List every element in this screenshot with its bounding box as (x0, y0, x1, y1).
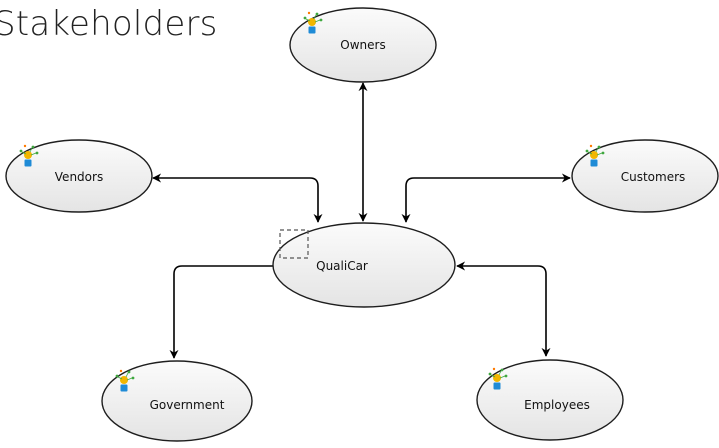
page-title: Stakeholders (0, 4, 218, 44)
node-government[interactable]: Government (101, 360, 253, 442)
node-qualicar[interactable]: QualiCar (272, 222, 456, 308)
node-label: QualiCar (316, 259, 368, 273)
node-label: Customers (621, 170, 686, 184)
edge-government-qualicar (169, 261, 287, 359)
edge-vendors-qualicar (152, 173, 323, 223)
node-label: Owners (340, 38, 385, 52)
node-label: Government (150, 398, 225, 412)
node-owners[interactable]: Owners (289, 7, 437, 83)
edge-employees-qualicar (456, 261, 551, 357)
connectors (152, 82, 571, 359)
node-vendors[interactable]: Vendors (5, 139, 153, 213)
node-label: Employees (524, 398, 590, 412)
node-label: Vendors (55, 170, 103, 184)
selection-handle (279, 229, 309, 259)
node-employees[interactable]: Employees (476, 359, 624, 441)
node-customers[interactable]: Customers (571, 139, 719, 213)
edge-customers-qualicar (401, 173, 571, 223)
